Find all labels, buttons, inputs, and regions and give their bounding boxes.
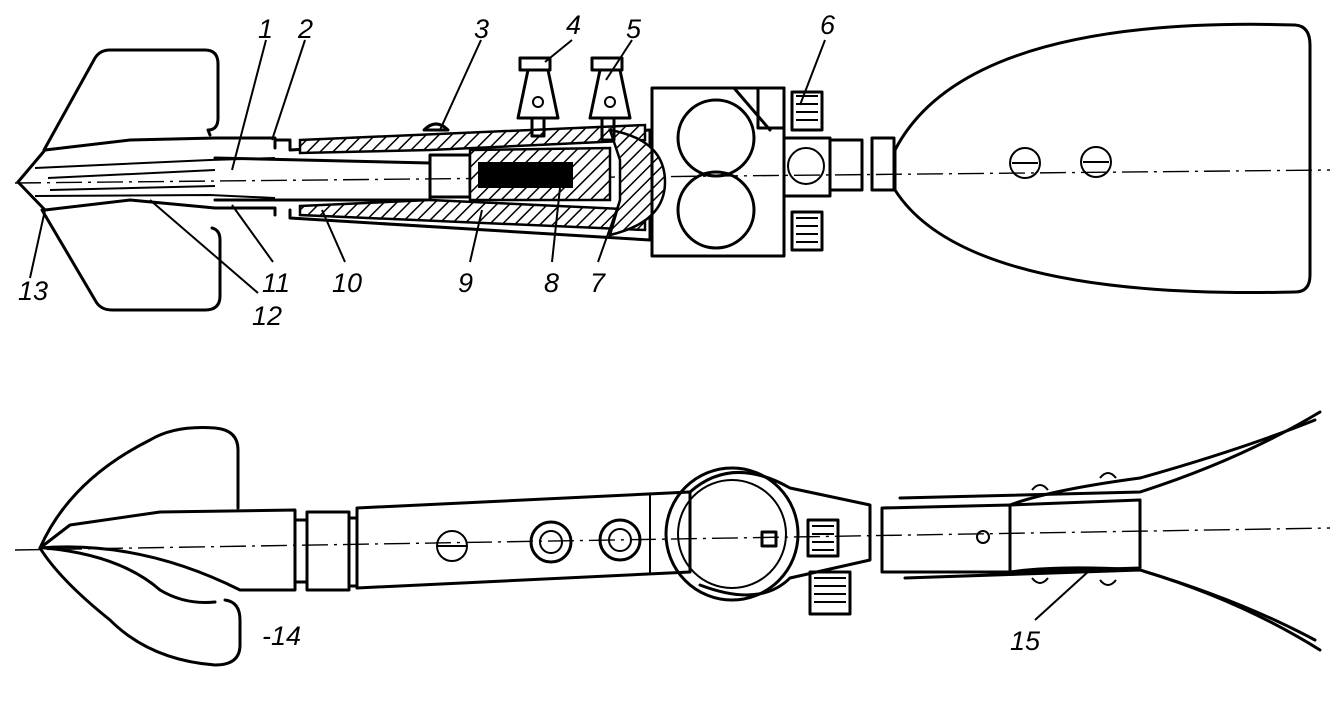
terminal-5 bbox=[588, 56, 632, 142]
inner-tube-lower bbox=[34, 193, 276, 199]
ring-housing bbox=[688, 470, 872, 597]
center-axis-top bbox=[14, 169, 1331, 184]
callout-8: 8 bbox=[544, 268, 559, 298]
screw-head-1 bbox=[436, 530, 468, 562]
element-core bbox=[478, 162, 573, 188]
ring-clamp bbox=[664, 466, 800, 602]
callout-11: 11 bbox=[262, 268, 290, 298]
insulation-bottom bbox=[298, 198, 647, 232]
callout-6: 6 bbox=[820, 10, 836, 40]
blade-rivet-2 bbox=[1080, 146, 1112, 178]
blade-bridge bbox=[1008, 498, 1142, 574]
callout-10: 10 bbox=[332, 268, 362, 298]
sectional-view bbox=[14, 22, 1331, 312]
collar-a bbox=[293, 518, 309, 584]
nose-body-bottom bbox=[38, 508, 297, 592]
knob-bottom bbox=[808, 570, 852, 616]
coupling-ring bbox=[828, 138, 864, 192]
callout-12: 12 bbox=[252, 301, 282, 331]
wing-lower bbox=[38, 546, 242, 667]
socket-2 bbox=[598, 518, 642, 562]
coupling-bore bbox=[787, 147, 825, 185]
callout-15: 15 bbox=[1010, 626, 1041, 656]
blade-spring bbox=[898, 410, 1322, 652]
wing-crease bbox=[43, 546, 217, 604]
callout-labels: 1 2 3 4 5 6 7 8 9 10 11 12 13 -14 15 bbox=[18, 10, 1041, 656]
inner-rod-upper bbox=[47, 169, 216, 179]
lower-fin bbox=[40, 208, 222, 312]
callout-5: 5 bbox=[626, 14, 642, 44]
callout-7: 7 bbox=[590, 268, 606, 298]
callout-1: 1 bbox=[258, 14, 273, 44]
terminal-4 bbox=[516, 56, 560, 138]
leader-lines bbox=[29, 39, 1091, 621]
blade-top bbox=[893, 22, 1312, 294]
exterior-view bbox=[14, 410, 1331, 667]
knob-side bbox=[806, 518, 840, 558]
callout-3: 3 bbox=[474, 14, 489, 44]
piston bbox=[428, 153, 472, 199]
blade-shank bbox=[880, 503, 1012, 574]
clamp-small-block bbox=[756, 86, 786, 130]
clamp-bevel bbox=[732, 86, 772, 132]
insulation-top bbox=[298, 123, 647, 155]
callout-2: 2 bbox=[297, 14, 313, 44]
blade-arm-upper bbox=[1008, 418, 1317, 507]
nose-lower bbox=[16, 180, 277, 217]
knob-6-upper bbox=[790, 90, 824, 132]
clamp-roller-upper bbox=[676, 98, 756, 178]
coupling-stub bbox=[870, 136, 896, 192]
end-cap bbox=[608, 128, 667, 237]
socket-1 bbox=[529, 520, 573, 564]
knob-6-lower bbox=[790, 210, 824, 252]
screw-3 bbox=[422, 122, 450, 132]
wing-upper bbox=[38, 426, 240, 550]
set-screw bbox=[760, 530, 778, 548]
callout-9: 9 bbox=[458, 268, 473, 298]
tube-body bbox=[273, 128, 652, 242]
center-axis-bottom bbox=[14, 527, 1331, 551]
blade-clips bbox=[1031, 472, 1117, 586]
blade-rivet-1 bbox=[1009, 147, 1041, 179]
blade-arm-lower bbox=[1008, 566, 1317, 642]
callout-13: 13 bbox=[18, 276, 48, 306]
collar-b bbox=[305, 510, 351, 592]
callout-4: 4 bbox=[566, 10, 581, 40]
main-tube bbox=[355, 490, 692, 590]
callout-14: -14 bbox=[262, 621, 301, 651]
upper-fin bbox=[42, 48, 220, 152]
clamp-roller-lower bbox=[676, 170, 756, 250]
inner-rod-lower bbox=[49, 185, 216, 191]
